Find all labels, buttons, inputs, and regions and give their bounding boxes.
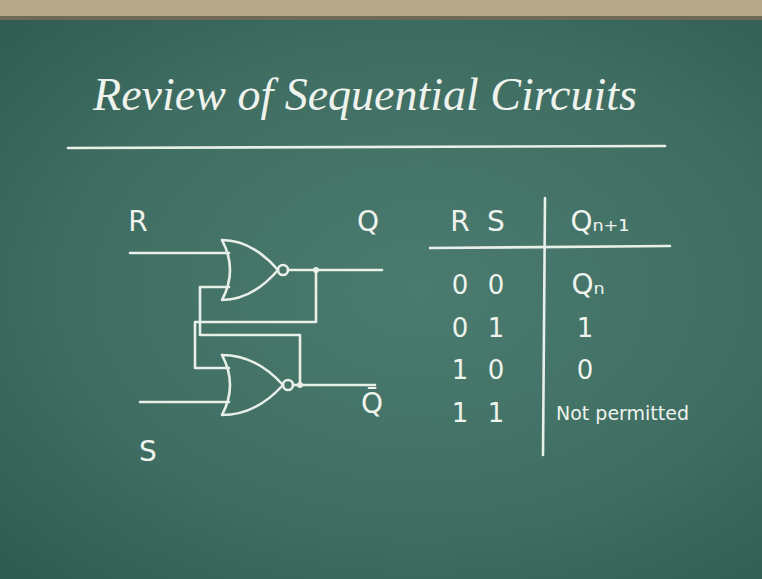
junction-dot — [297, 382, 303, 388]
nor-gate — [222, 355, 283, 415]
table-rule — [430, 246, 670, 248]
junction-dot — [313, 267, 319, 273]
wire — [293, 384, 375, 387]
signal-name: Q̄ — [361, 389, 383, 420]
table-note: Not permitted — [556, 403, 689, 424]
feedback-wire — [200, 287, 300, 385]
table-cell: 0 — [452, 271, 469, 300]
nor-gate — [222, 240, 278, 300]
table-cell: Qₙ — [571, 270, 604, 301]
table-cell: 0 — [488, 271, 505, 300]
board-frame-shadow — [0, 16, 762, 20]
table-header: R — [450, 207, 469, 238]
table-cell: 1 — [577, 314, 594, 343]
wire — [140, 401, 229, 404]
signal-name: S — [139, 437, 157, 468]
table-cell: 1 — [488, 399, 505, 428]
table-cell: 1 — [488, 314, 505, 343]
title-underline — [68, 146, 665, 148]
table-cell: 0 — [577, 356, 594, 385]
table-rule — [543, 198, 545, 455]
signal-name: Q — [357, 207, 379, 238]
inversion-bubble — [283, 380, 293, 390]
table-cell: 1 — [452, 356, 469, 385]
table-cell: 1 — [452, 399, 469, 428]
table-header: S — [487, 207, 505, 238]
table-cell: 0 — [488, 356, 505, 385]
wire — [288, 269, 382, 272]
board-frame — [0, 0, 762, 16]
table-cell: 0 — [452, 314, 469, 343]
wire — [130, 252, 229, 255]
inversion-bubble — [278, 265, 288, 275]
feedback-wire — [195, 270, 316, 368]
table-header: Qₙ₊₁ — [570, 207, 629, 238]
title: Review of Sequential Circuits — [93, 70, 637, 121]
signal-name: R — [128, 207, 147, 238]
